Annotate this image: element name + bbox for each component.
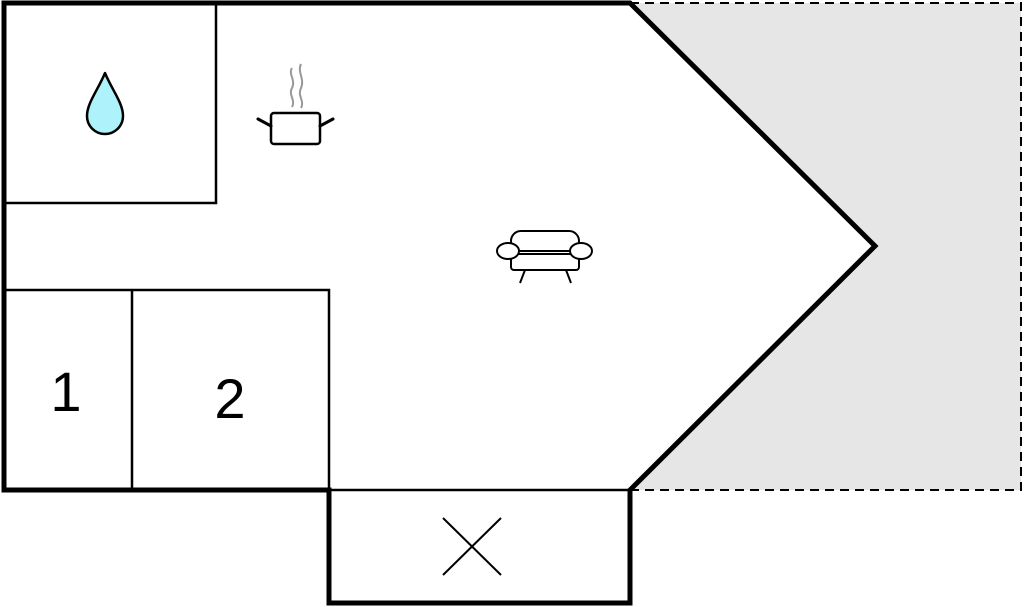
water-drop-icon: [85, 71, 125, 136]
bathroom-wall: [4, 4, 218, 205]
terrace-outline: [630, 2, 1022, 491]
bedroom-wall: [4, 288, 331, 490]
outer-wall: [1, 0, 879, 606]
sofa-icon: [496, 230, 593, 284]
bedroom-1-label: 1: [50, 360, 81, 423]
terrace-area: [630, 3, 1021, 490]
cooking-pot-icon: [256, 63, 335, 146]
bedroom-2-label: 2: [214, 367, 245, 430]
cross-mark-icon: [442, 517, 502, 576]
